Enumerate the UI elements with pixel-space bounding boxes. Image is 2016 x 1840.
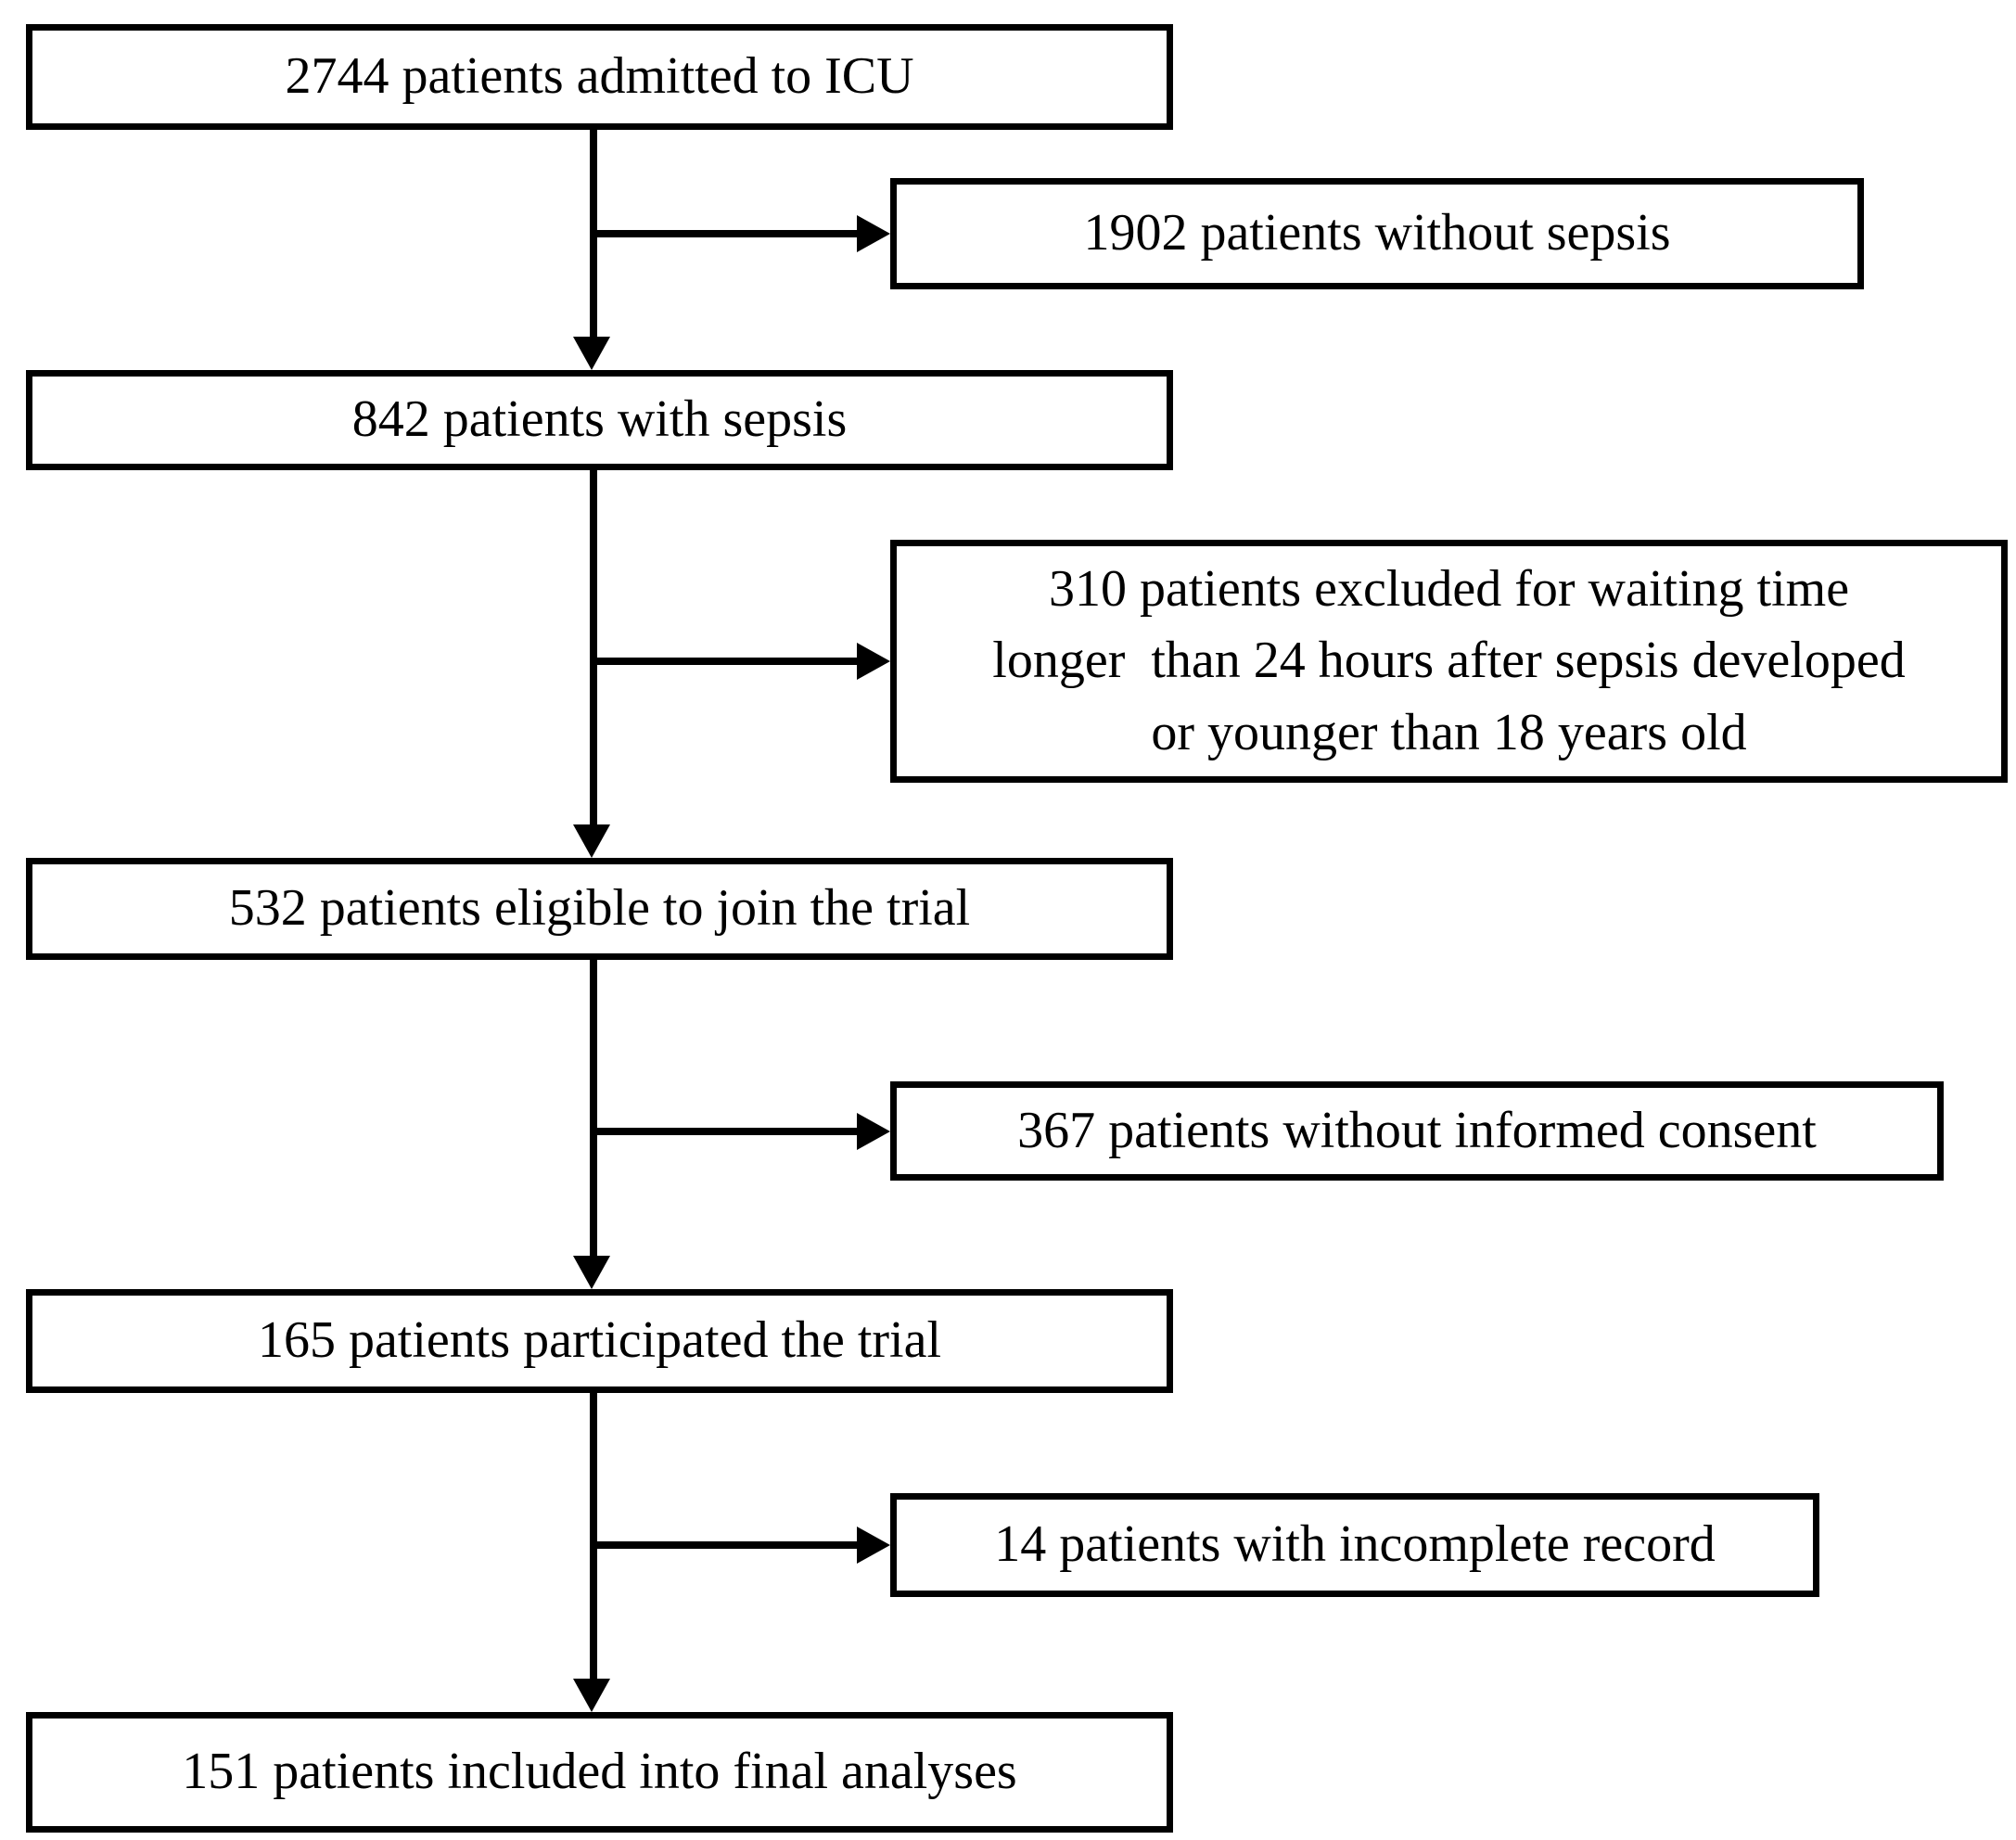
exclusion-box-criteria-line-1: 310 patients excluded for waiting time [1048,560,1850,619]
exclusion-box-incomplete-record: 14 patients with incomplete record [890,1493,1819,1597]
arrowhead-right-2-icon [857,643,890,680]
arrowhead-down-4-icon [573,1679,610,1712]
flow-box-eligible: 532 patients eligible to join the trial [26,858,1173,960]
exclusion-box-criteria-line-2: longer than 24 hours after sepsis develo… [992,632,1906,690]
flow-box-final-analyses-label: 151 patients included into final analyse… [182,1743,1017,1801]
exclusion-box-incomplete-record-label: 14 patients with incomplete record [994,1515,1716,1574]
arrowhead-right-4-icon [857,1527,890,1564]
connector-down-line-4 [590,1393,597,1679]
exclusion-box-criteria-line-3: or younger than 18 years old [1151,703,1747,761]
connector-right-line-4 [593,1541,857,1549]
connector-right-line-1 [593,230,857,237]
arrowhead-right-1-icon [857,215,890,252]
exclusion-box-no-consent-label: 367 patients without informed consent [1017,1101,1817,1159]
flow-box-final-analyses: 151 patients included into final analyse… [26,1712,1173,1833]
connector-right-line-2 [593,658,857,665]
flow-box-participated: 165 patients participated the trial [26,1289,1173,1393]
connector-down-line-2 [590,470,597,824]
flow-box-admitted-label: 2744 patients admitted to ICU [285,47,914,106]
exclusion-box-criteria: 310 patients excluded for waiting time l… [890,540,2008,783]
exclusion-box-no-sepsis: 1902 patients without sepsis [890,178,1864,289]
flow-box-participated-label: 165 patients participated the trial [257,1311,942,1370]
flow-box-admitted: 2744 patients admitted to ICU [26,24,1173,130]
arrowhead-down-2-icon [573,824,610,858]
arrowhead-down-1-icon [573,337,610,370]
flow-box-with-sepsis: 842 patients with sepsis [26,370,1173,470]
exclusion-box-no-consent: 367 patients without informed consent [890,1081,1944,1181]
connector-right-line-3 [593,1128,857,1135]
exclusion-box-no-sepsis-label: 1902 patients without sepsis [1083,204,1671,262]
arrowhead-down-3-icon [573,1256,610,1289]
flow-box-with-sepsis-label: 842 patients with sepsis [351,390,848,449]
arrowhead-right-3-icon [857,1113,890,1150]
flow-box-eligible-label: 532 patients eligible to join the trial [228,879,971,938]
connector-down-line-3 [590,960,597,1256]
